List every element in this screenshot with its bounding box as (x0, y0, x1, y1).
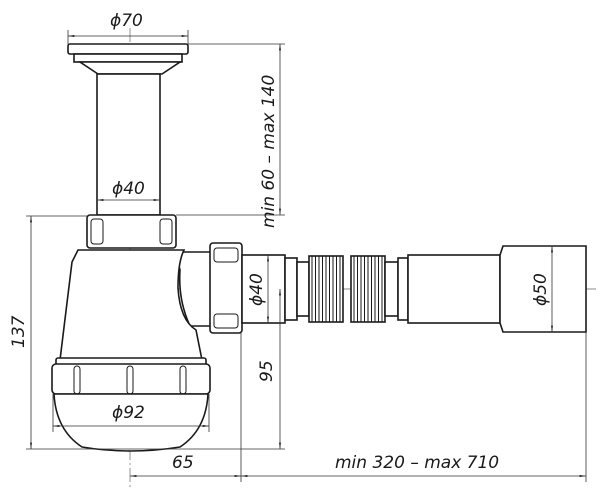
dim-phi70: ϕ70 (67, 11, 189, 44)
top-flange (67, 43, 189, 75)
outlet-elbow (173, 251, 216, 327)
label-phi40-vertical: ϕ40 (112, 179, 145, 199)
dim-phi50: ϕ50 (531, 246, 553, 332)
label-min60-max140: min 60 – max 140 (259, 75, 279, 228)
label-phi40-outlet: ϕ40 (247, 273, 267, 306)
label-phi92: ϕ92 (112, 403, 145, 423)
outlet-pipe (209, 242, 310, 334)
label-phi50: ϕ50 (531, 273, 551, 306)
dim-phi92: ϕ92 (52, 394, 210, 432)
label-phi70: ϕ70 (110, 11, 143, 31)
bottle-body (59, 249, 203, 361)
label-min320-max710: min 320 – max 710 (335, 453, 499, 473)
dim-phi40-vertical: ϕ40 (97, 179, 160, 201)
vertical-nut (86, 214, 177, 249)
dim-phi40-outlet: ϕ40 (247, 254, 269, 323)
dim-137: 137 (9, 215, 130, 450)
dim-95: 95 (130, 289, 285, 450)
dim-length: min 320 – max 710 (241, 453, 586, 477)
outlet-sleeve (384, 245, 587, 333)
label-65: 65 (172, 453, 194, 473)
label-137: 137 (9, 315, 29, 348)
dim-65: 65 (130, 332, 587, 482)
dim-min60-max140: min 60 – max 140 (176, 43, 285, 228)
vertical-pipe (96, 73, 161, 216)
label-95: 95 (257, 360, 277, 382)
bottom-cap (51, 357, 211, 452)
